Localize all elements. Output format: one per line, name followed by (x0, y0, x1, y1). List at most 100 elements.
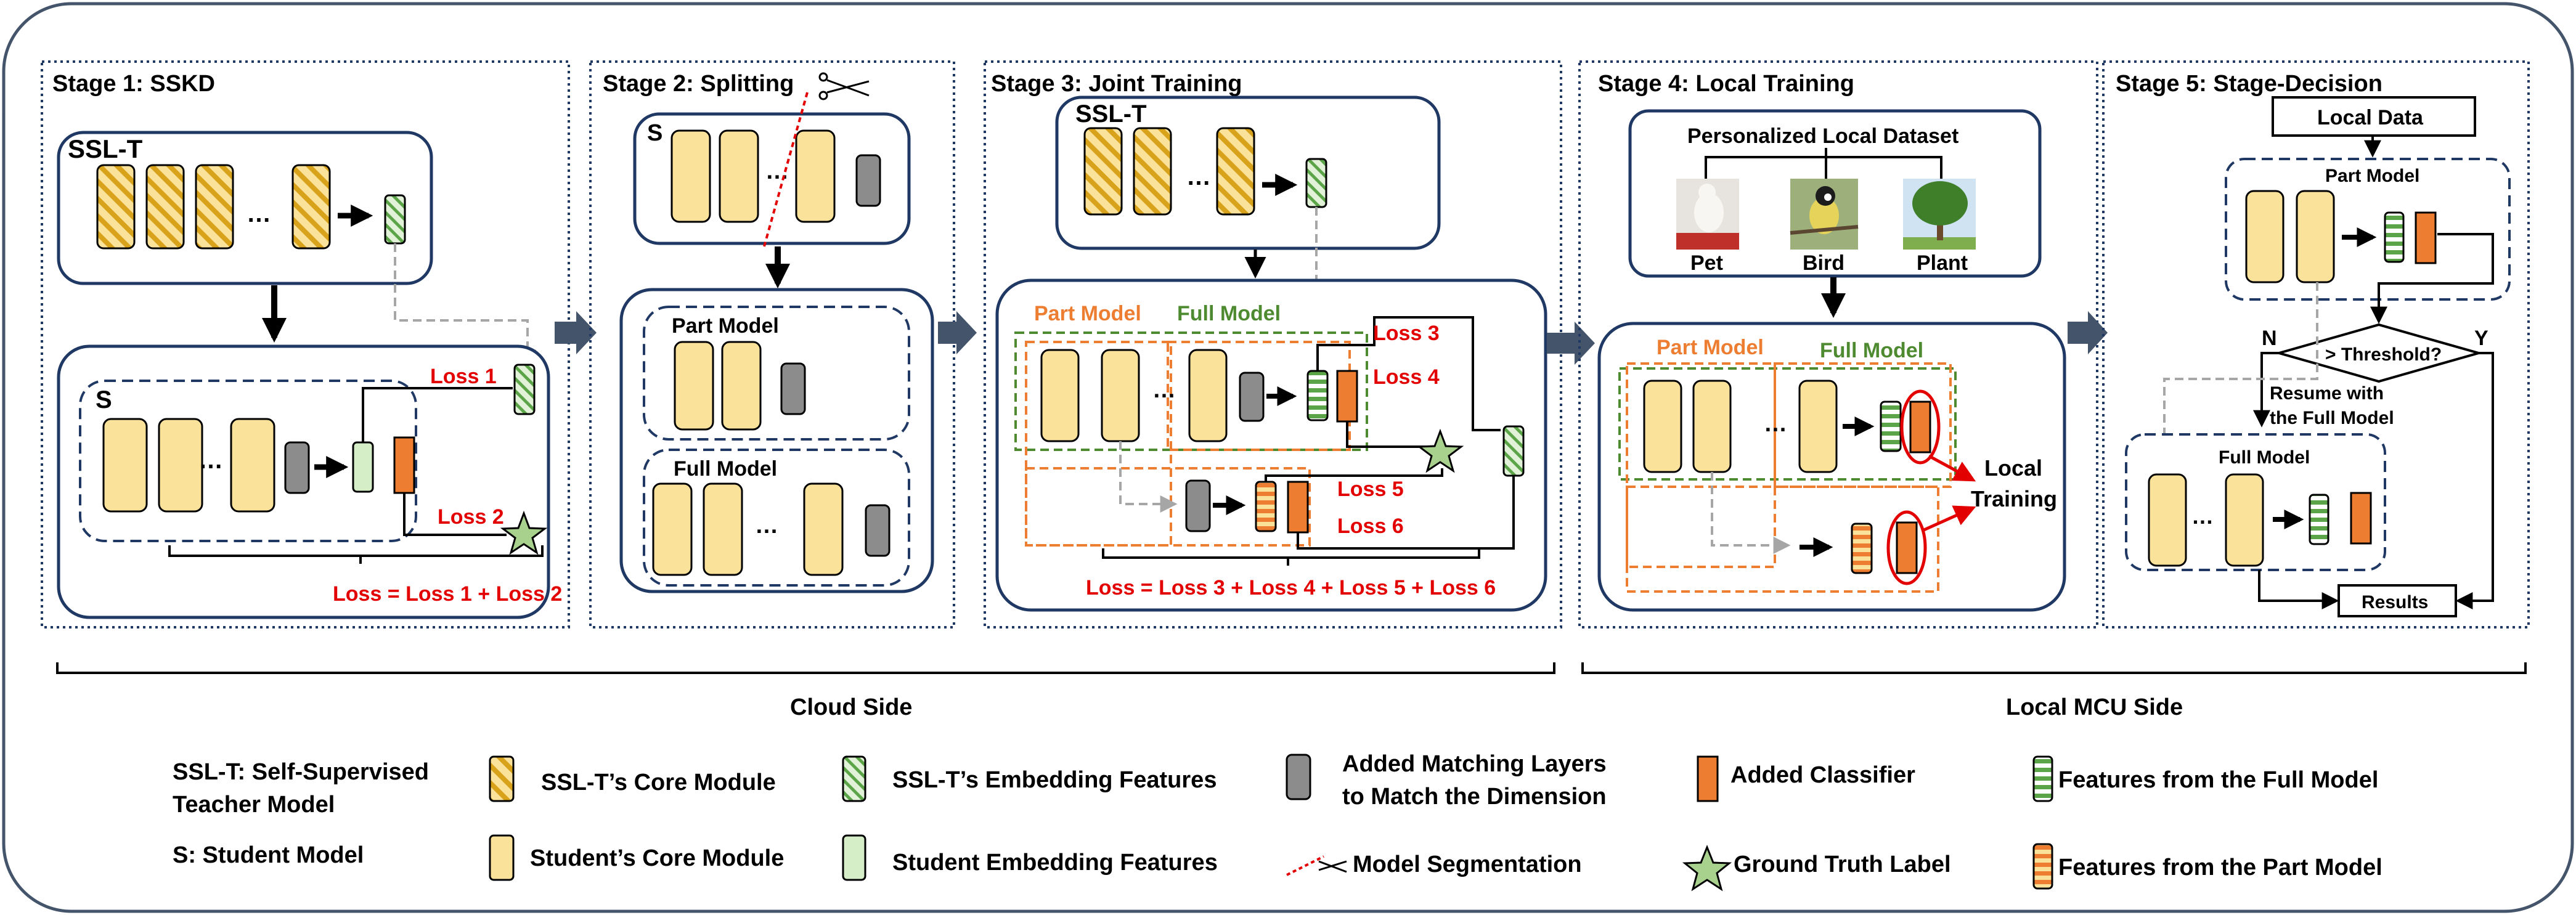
student-core-module (1798, 380, 1838, 473)
s-label: S (96, 386, 112, 413)
ssl-t-label: SSL-T (1075, 100, 1147, 128)
results-box (2338, 584, 2457, 617)
stage-3-total-loss: Loss = Loss 3 + Loss 4 + Loss 5 + Loss 6 (1086, 576, 1496, 600)
part-model-features (1851, 523, 1873, 574)
full-model-features (1306, 370, 1329, 421)
full-model-features (2309, 494, 2329, 545)
student-core-module (670, 129, 711, 223)
local-side-label: Local MCU Side (2006, 694, 2183, 720)
sslt-core-module (291, 164, 331, 250)
added-classifier (2350, 492, 2372, 545)
threshold-label: > Threshold? (2325, 344, 2442, 365)
student-core-module (652, 482, 693, 576)
matching-layer (1185, 479, 1211, 532)
joint-training-box (995, 279, 1547, 612)
stage-3-title: Stage 3: Joint Training (991, 71, 1242, 97)
legend-sslt-def-1: SSL-T: Self-Supervised (173, 759, 429, 785)
pet-label: Pet (1690, 251, 1723, 275)
local-training-label-1: Local (1984, 455, 2042, 481)
full-model-features (1880, 401, 1902, 452)
results-label: Results (2362, 592, 2428, 612)
pet-image (1676, 179, 1739, 250)
student-core-module (1040, 349, 1080, 442)
matching-layer (865, 504, 891, 557)
matching-layer (284, 441, 310, 494)
loss-4-label: Loss 4 (1373, 365, 1440, 389)
student-core-module (719, 129, 759, 223)
segmentation-line (763, 92, 809, 247)
stage-arrow (555, 311, 597, 354)
student-dashed-box (79, 380, 417, 542)
student-core-module (1643, 380, 1682, 473)
legend-matching-2: to Match the Dimension (1342, 784, 1607, 810)
legend-sslt-core: SSL-T’s Core Module (541, 770, 776, 795)
student-core-module (2148, 473, 2187, 567)
legend-student-core-swatch (489, 834, 515, 881)
bird-image (1790, 179, 1859, 250)
stage-1-total-loss: Loss = Loss 1 + Loss 2 (333, 582, 562, 606)
legend-sslt-emb: SSL-T’s Embedding Features (892, 767, 1217, 793)
ellipsis: … (755, 513, 778, 539)
legend-sslt-def-2: Teacher Model (173, 792, 335, 818)
sslt-embedding (1502, 425, 1525, 477)
ellipsis: … (1186, 163, 1211, 190)
legend-sslt-core-swatch (489, 755, 515, 802)
part-orange-lower (1626, 486, 1939, 593)
resume-label-1: Resume with (2270, 383, 2384, 404)
added-classifier (2415, 211, 2437, 264)
sslt-embedding (513, 364, 536, 415)
dataset-title: Personalized Local Dataset (1687, 124, 1958, 148)
legend-gt: Ground Truth Label (1734, 852, 1951, 877)
student-core-module (795, 129, 836, 223)
matching-layer (780, 362, 806, 415)
sslt-embedding (384, 194, 406, 245)
stage-1-panel: Stage 1: SSKD SSL-T … S … Loss 1 Loss 2 … (41, 60, 570, 628)
loss-5-label: Loss 5 (1337, 478, 1404, 501)
added-classifier (393, 436, 415, 494)
stage-3-panel: Stage 3: Joint Training SSL-T … Part Mod… (984, 60, 1562, 628)
student-core-module (1188, 349, 1228, 442)
added-classifier (1909, 401, 1931, 453)
student-embedding (352, 441, 374, 493)
student-core-module (674, 341, 714, 431)
legend-student-emb: Student Embedding Features (892, 850, 1218, 876)
added-classifier (1896, 521, 1918, 574)
legend-segmentation: Model Segmentation (1353, 852, 1582, 877)
part-model-box (643, 306, 910, 441)
ellipsis: … (1764, 411, 1787, 437)
student-core-module (102, 418, 148, 513)
ellipsis: … (198, 447, 223, 474)
full-model-label: Full Model (2219, 447, 2310, 468)
yes-label: Y (2474, 327, 2488, 350)
student-core-module (1692, 380, 1732, 473)
added-classifier (1287, 481, 1309, 534)
s-label: S (647, 120, 662, 146)
loss-3-label: Loss 3 (1373, 322, 1440, 345)
local-data-label: Local Data (2317, 106, 2424, 129)
part-orange-lower (1025, 467, 1311, 547)
stage-2-panel: Stage 2: Splitting S … Part Model Full M… (589, 60, 955, 628)
legend: SSL-T: Self-Supervised Teacher Model S: … (173, 751, 2382, 892)
full-model-box (643, 449, 910, 587)
cloud-side-label: Cloud Side (790, 694, 912, 720)
sslt-embedding (1305, 158, 1327, 208)
sslt-core-module (145, 164, 185, 250)
local-side-bracket (1581, 662, 2527, 674)
legend-student-core: Student’s Core Module (530, 845, 784, 871)
loss-6-label: Loss 6 (1337, 514, 1404, 538)
student-core-module (803, 482, 844, 576)
legend-ground-truth-star-icon (1682, 844, 1732, 892)
part-model-label: Part Model (1034, 302, 1141, 325)
sslt-core-module (96, 164, 136, 250)
no-label: N (2262, 327, 2277, 350)
part-model-label: Part Model (672, 314, 779, 338)
ground-truth-star-icon (1416, 428, 1464, 473)
full-model-label: Full Model (674, 457, 777, 481)
scissors-icon (1318, 860, 1347, 873)
student-core-module (2296, 190, 2335, 283)
highlight-circle (1886, 510, 1927, 585)
stage-5-title: Stage 5: Stage-Decision (2116, 71, 2382, 97)
stage-1-title: Stage 1: SSKD (52, 71, 215, 97)
added-classifier (1336, 370, 1358, 423)
